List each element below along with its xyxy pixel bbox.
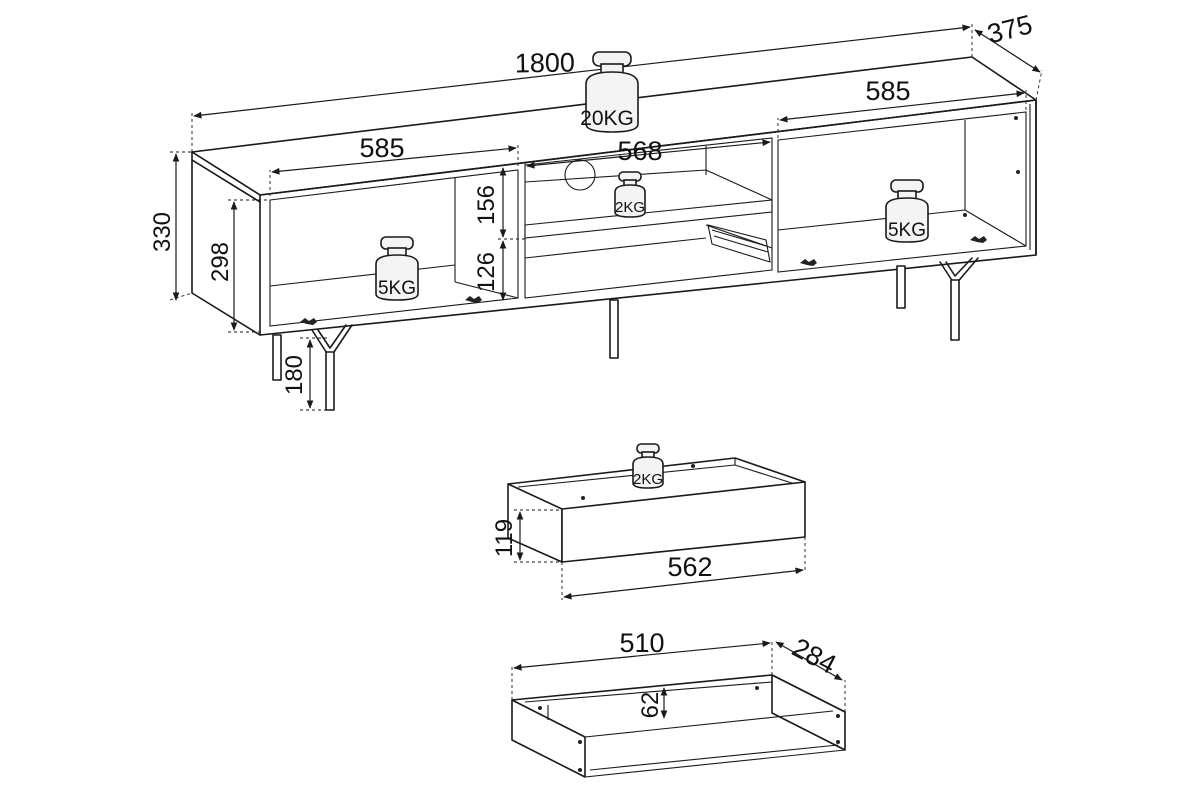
- cabinet-legs: [272, 257, 979, 411]
- weight-label-20kg: 20KG: [580, 107, 634, 130]
- weight-icon-20kg: 20KG: [580, 51, 639, 133]
- dim-drawer-box-width-label: 510: [619, 628, 664, 658]
- dim-middle-compartment-label: 568: [617, 136, 662, 166]
- dim-middle-lower-label: 126: [473, 252, 500, 292]
- cable-hole: [564, 159, 596, 191]
- weight-label-2kg-shelf: 2KG: [615, 199, 645, 216]
- weight-label-2kg-drawer: 2KG: [633, 471, 663, 488]
- drawer-front-panel: [561, 481, 806, 563]
- drawer-box-view: 510 284 62: [511, 628, 846, 778]
- cabinet-dimension-lines: [169, 22, 1043, 411]
- middle-shelf: [524, 199, 773, 239]
- drawer-box-side-right: [771, 674, 846, 751]
- dim-drawer-front-height-label: 119: [491, 519, 518, 557]
- drawer-slide: [707, 224, 771, 263]
- drawer-front-view: 2KG 119 562: [491, 443, 806, 600]
- weight-icon-5kg-left: 5KG: [375, 236, 419, 301]
- dim-drawer-box-height-label: 62: [637, 692, 664, 719]
- dim-drawer-box-depth-label: 284: [787, 632, 841, 680]
- dim-inner-height-label: 298: [207, 242, 234, 282]
- dim-middle-upper-label: 156: [473, 185, 500, 225]
- dim-height-label: 330: [149, 212, 176, 252]
- dim-right-compartment-label: 585: [865, 76, 910, 106]
- left-compartment-light-icon: [300, 318, 317, 325]
- dim-drawer-front-width-label: 562: [667, 552, 712, 582]
- weight-icon-2kg-shelf: 2KG: [614, 171, 646, 218]
- dim-left-compartment-label: 585: [359, 133, 404, 163]
- weight-icon-5kg-right: 5KG: [885, 179, 929, 243]
- dim-depth-label: 375: [984, 9, 1035, 49]
- weight-icon-2kg-drawer: 2KG: [632, 443, 664, 489]
- weight-label-5kg-right: 5KG: [888, 220, 926, 241]
- dim-width-label: 1800: [515, 47, 576, 78]
- dim-leg-height-label: 180: [281, 355, 308, 395]
- weight-label-5kg-left: 5KG: [378, 278, 416, 299]
